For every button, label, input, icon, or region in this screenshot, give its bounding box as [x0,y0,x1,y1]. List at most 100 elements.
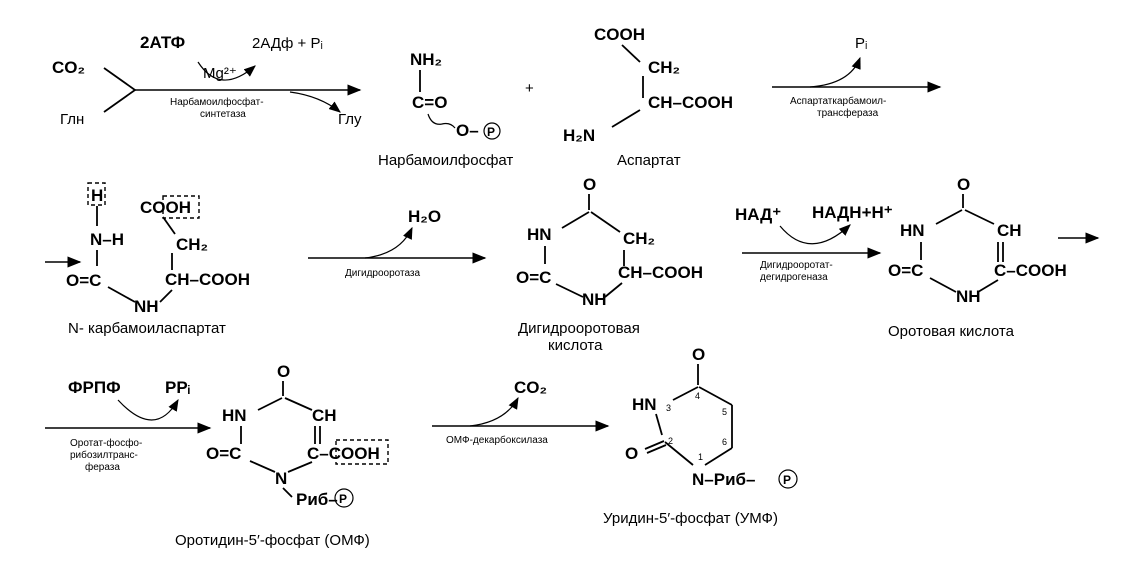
ncasp-ch2: CH₂ [176,235,208,254]
omp-bond-2 [257,397,283,411]
cooh-dashed-box [335,439,389,465]
omp-o: O [277,362,290,381]
h2o-curve-arrow [364,226,413,259]
dho-o: O [583,175,596,194]
ump-bond-c2-n1 [664,441,694,466]
dho-nh: NH [582,290,607,309]
ump-o-top: O [692,345,705,364]
ump-position-5: 5 [722,407,727,417]
enzyme-oprt-line2: рибозилтранс- [70,449,138,461]
enzyme-dihydroorotase: Дигидрооротаза [345,268,421,279]
dho-ch2: CH₂ [623,229,655,248]
co2-curve-arrow [469,396,519,427]
ump-n-rib: N–Риб– [692,470,755,489]
mg-label: Mg²⁺ [203,65,237,82]
n-carbamoylaspartate-name: N- карбамоиласпартат [68,320,226,337]
nadh-label: НАДН+H⁺ [812,203,893,222]
omp-structure: O HN CH O=C C–COOH N Риб– P Оротидин-5′-… [175,362,389,549]
enzyme-carbamoyl-phosphate-synthetase-line1: Нарбамоилфосфат- [170,96,264,108]
gln-label: Глн [60,111,84,128]
ncasp-o-c: O=C [66,271,101,290]
dho-bond-6 [555,283,584,298]
step-omp-decarboxylase: CO₂ ОМФ-декарбоксилаза [432,378,610,446]
asp-bond-1 [621,44,641,63]
step-carbamoyl-phosphate-synthesis: CO₂ Глн 2АТФ Mg²⁺ 2АДф + Pᵢ Глу Нарбамои… [52,33,362,128]
enzyme-dhodh-line2: дегидрогеназа [760,272,828,283]
dihydroorotic-acid-structure: O HN CH₂ O=C CH–COOH NH Дигидрооротовая … [516,175,703,354]
ump-bond-n3-c2 [655,413,663,436]
ncasp-bond-5 [107,286,136,303]
ump-bond-c6-n1 [704,447,733,466]
dho-oc: O=C [516,268,551,287]
carbamoyl-phosphate-structure: NH₂ C=O O– P Нарбамоилфосфат [378,50,513,169]
ump-position-3: 3 [666,403,671,413]
pi-curve-arrow [809,56,861,88]
nad-label: НАД⁺ [735,205,781,224]
omp-bond-3 [284,397,313,411]
enzyme-oprt-line1: Оротат-фосфо- [70,437,142,449]
oro-oc: O=C [888,261,923,280]
step-dihydroorotase: H₂O Дигидрооротаза [308,207,487,279]
atp-label: 2АТФ [140,33,185,52]
omp-ch: CH [312,406,337,425]
ppi-label: PPᵢ [165,378,190,397]
step-orotate-phosphoribosyltransferase: ФРПФ PPᵢ Оротат-фосфо- рибозилтранс- фер… [45,378,212,473]
phosphate-circle-icon [483,122,501,140]
dho-bond-3 [590,211,621,233]
ncasp-nh: NH [134,297,159,316]
carbamoyl-co: C=O [412,93,447,112]
ncasp-n-h: N–H [90,230,124,249]
n-carbamoylaspartate-structure: H N–H COOH CH₂ O=C NH CH–COOH N- карбамо… [66,182,250,337]
enzyme-oprt-line3: фераза [85,461,120,473]
omp-bond-8 [282,487,293,498]
omp-bond-7 [287,461,313,473]
oro-bond-6 [929,277,957,293]
omp-bond-6 [249,460,276,473]
asp-ch-cooh: CH–COOH [648,93,733,112]
oro-o: O [957,175,970,194]
prpp-curve-arrow [117,398,179,421]
oro-hn: HN [900,221,925,240]
ncasp-cooh-top: COOH [140,198,191,217]
orotic-acid-structure: O HN CH O=C C–COOH NH Оротовая кислота [888,175,1067,340]
cofactor-curve-arrow [197,61,256,81]
nad-curve-arrow [779,224,851,245]
enzyme-carbamoyl-phosphate-synthetase-line2: синтетаза [200,109,246,120]
dho-bond-2 [561,211,590,229]
oro-bond-7 [977,279,999,293]
h2o-label: H₂O [408,207,441,226]
enzyme-omp-decarboxylase: ОМФ-декарбоксилаза [446,434,548,446]
omp-n: N [275,469,287,488]
oh-dashed-box [162,195,200,219]
omp-hn: HN [222,406,247,425]
ump-phosphate-circle-icon [778,469,798,489]
carbamoyl-op: O– [456,121,479,140]
ump-phosphate-p: P [783,473,791,487]
orotic-acid-name: Оротовая кислота [888,323,1015,340]
dho-ch-cooh: CH–COOH [618,263,703,282]
omp-c-cooh: C–COOH [307,444,380,463]
ump-bond-c2-o [644,440,665,450]
ump-bond-c4-c5 [698,386,733,406]
ump-o-left: O [625,444,638,463]
dho-bond-7 [604,282,623,298]
ump-position-1: 1 [698,452,703,462]
ump-name: Уридин-5′-фосфат (УМФ) [603,510,778,527]
asp-cooh-top: COOH [594,25,645,44]
asp-ch2: CH₂ [648,58,680,77]
ump-bond-c4-n3 [672,386,699,401]
enzyme-dhodh-line1: Дигидрооротат- [760,260,833,271]
glu-label: Глу [338,111,362,128]
ump-position-6: 6 [722,437,727,447]
co2-label: CO₂ [52,58,85,77]
step-dihydroorotate-dehydrogenase: НАД⁺ НАДН+H⁺ Дигидрооротат- дегидрогеназ… [735,203,893,283]
ncasp-ch-cooh: CH–COOH [165,270,250,289]
step-aspartate-transcarbamoylase: Pᵢ Аспартаткарбамоил- трансфераза [772,35,942,119]
omp-phosphate-circle-icon [334,488,354,508]
pi-label: Pᵢ [855,35,867,52]
omp-name: Оротидин-5′-фосфат (ОМФ) [175,532,370,549]
ump-position-2: 2 [668,436,673,446]
phosphate-p: P [487,125,495,139]
omp-rib: Риб– [296,490,338,509]
